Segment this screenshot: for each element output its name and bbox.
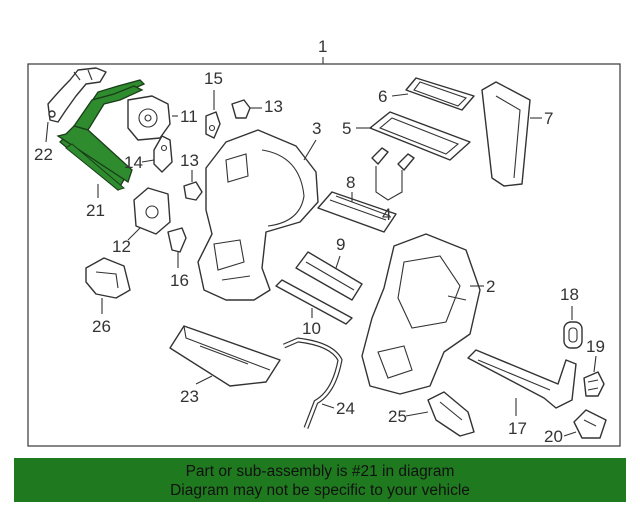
part-21-heater-core[interactable] (56, 79, 146, 191)
banner-line-2: Diagram may not be specific to your vehi… (170, 482, 470, 499)
callout-3: 3 (312, 119, 321, 138)
callout-25: 25 (388, 407, 407, 426)
part-17-duct[interactable] (467, 349, 577, 409)
banner-line-1: Part or sub-assembly is #21 in diagram (185, 463, 455, 480)
callout-4: 4 (382, 205, 391, 224)
callout-22: 22 (34, 145, 53, 164)
part-23-lower-case[interactable] (169, 325, 281, 387)
part-2-case-right[interactable] (361, 233, 481, 395)
callout-2: 2 (486, 277, 495, 296)
callout-8: 8 (346, 173, 355, 192)
part-24-hose[interactable] (283, 337, 343, 429)
callout-9: 9 (336, 235, 345, 254)
part-16-sensor[interactable] (167, 227, 187, 253)
callout-5: 5 (342, 119, 351, 138)
part-11-actuator[interactable] (127, 95, 171, 141)
part-3-case-left[interactable] (197, 129, 319, 301)
callout-23: 23 (180, 387, 199, 406)
callout-1: 1 (318, 37, 327, 56)
callout-12: 12 (112, 237, 131, 256)
callout-17: 17 (508, 419, 527, 438)
part-8-grille[interactable] (317, 191, 397, 233)
info-banner: Part or sub-assembly is #21 in diagram D… (14, 458, 626, 502)
part-20-connector[interactable] (573, 409, 607, 439)
part-5-filter[interactable] (369, 111, 471, 161)
part-19-bracket[interactable] (583, 371, 605, 397)
part-18-grommet[interactable] (563, 321, 583, 349)
part-10-shaft[interactable] (275, 279, 353, 325)
callout-15: 15 (204, 69, 223, 88)
part-14-link[interactable] (153, 135, 173, 173)
part-6-cover[interactable] (405, 77, 475, 111)
callout-20: 20 (544, 427, 563, 446)
part-26-duct[interactable] (85, 257, 131, 299)
part-7-seal[interactable] (481, 81, 531, 187)
callout-21: 21 (86, 201, 105, 220)
callout-13-top: 13 (264, 97, 283, 116)
callout-7: 7 (544, 109, 553, 128)
callout-24: 24 (336, 399, 355, 418)
callout-26: 26 (92, 317, 111, 336)
callout-6: 6 (378, 87, 387, 106)
callout-14: 14 (124, 153, 143, 172)
part-13-clip-top[interactable] (231, 99, 251, 119)
callout-16: 16 (170, 271, 189, 290)
part-12-motor[interactable] (133, 187, 171, 235)
part-22-bracket[interactable] (47, 67, 107, 123)
part-15-lever[interactable] (205, 111, 221, 139)
part-9-door[interactable] (295, 251, 363, 301)
callout-19: 19 (586, 337, 605, 356)
part-25-duct[interactable] (427, 391, 475, 437)
callout-10: 10 (302, 319, 321, 338)
callout-11: 11 (180, 107, 198, 126)
callout-13-lower: 13 (180, 151, 199, 170)
part-13-grommet[interactable] (183, 181, 203, 201)
assembly-frame (27, 63, 621, 447)
callout-18: 18 (560, 285, 579, 304)
part-4-clips[interactable] (371, 147, 415, 171)
